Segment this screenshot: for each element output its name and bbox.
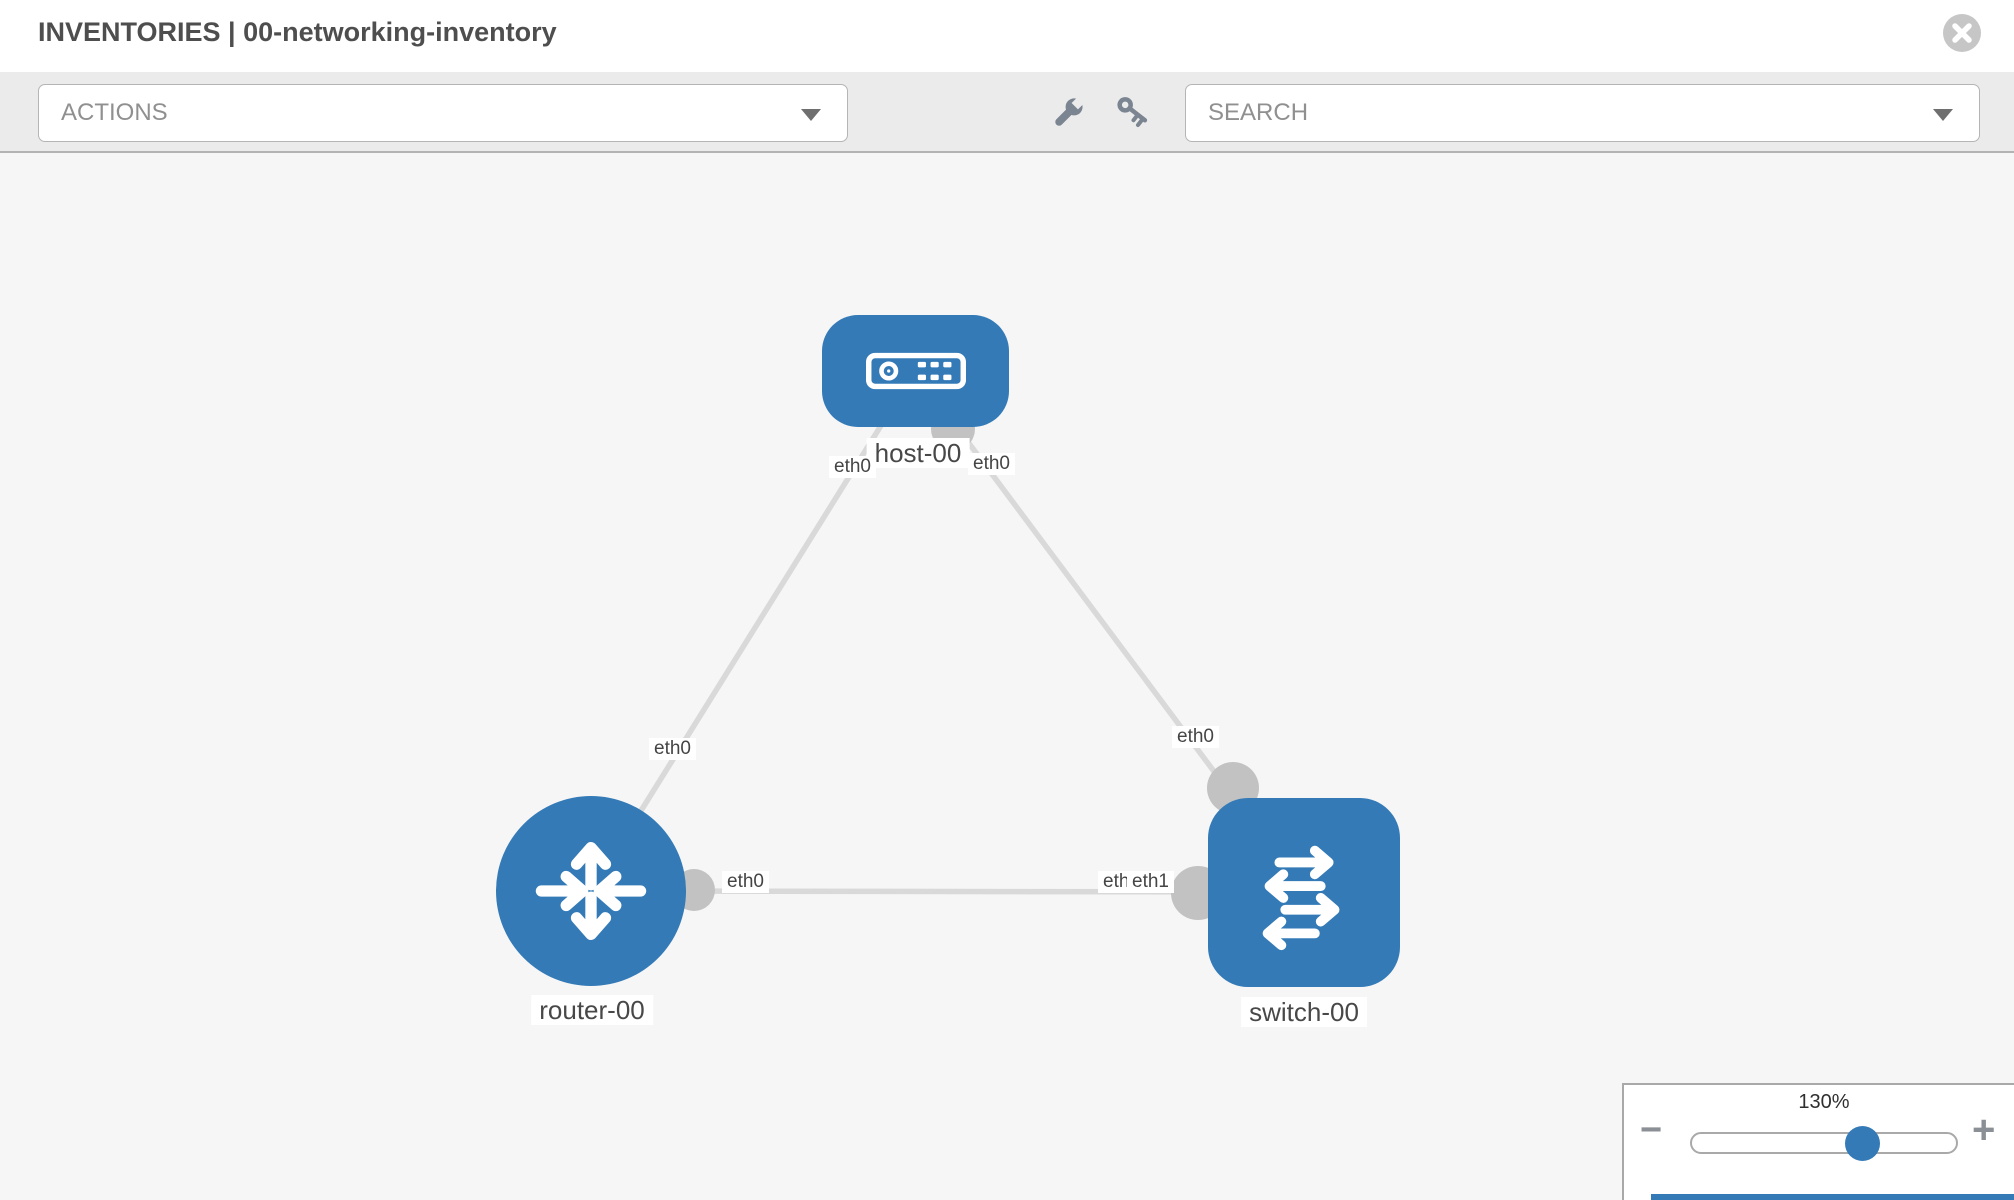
- zoom-in-button[interactable]: +: [1972, 1108, 1996, 1152]
- actions-dropdown-label: ACTIONS: [61, 99, 168, 126]
- bottom-accent-strip: [1651, 1194, 2014, 1200]
- interface-label-host-right: eth0: [968, 453, 1015, 475]
- actions-dropdown[interactable]: ACTIONS: [38, 84, 848, 142]
- node-label-switch: switch-00: [1241, 997, 1367, 1027]
- interface-label-router-top: eth0: [649, 738, 696, 760]
- chevron-down-icon: [801, 109, 821, 121]
- zoom-out-button[interactable]: −: [1640, 1109, 1663, 1151]
- header-bar: INVENTORIES | 00-networking-inventory: [0, 0, 2014, 72]
- interface-label-link-near-router: eth0: [722, 871, 769, 893]
- toolbar: ACTIONS SEARCH: [0, 72, 2014, 153]
- close-button[interactable]: [1942, 13, 1982, 53]
- topology-canvas[interactable]: [0, 153, 2014, 1200]
- chevron-down-icon: [1933, 109, 1953, 121]
- zoom-panel: 130% − +: [1622, 1083, 2014, 1200]
- zoom-slider-thumb[interactable]: [1845, 1126, 1880, 1161]
- search-dropdown-label: SEARCH: [1208, 99, 1309, 126]
- search-dropdown[interactable]: SEARCH: [1185, 84, 1980, 142]
- switch-icon: [1262, 845, 1340, 950]
- node-label-router: router-00: [531, 995, 653, 1025]
- key-button[interactable]: [1112, 94, 1152, 134]
- interface-label-switch-top: eth0: [1172, 726, 1219, 748]
- node-router-00[interactable]: [496, 796, 686, 986]
- tools-button[interactable]: [1047, 94, 1087, 134]
- host-icon: [865, 352, 966, 390]
- zoom-level: 130%: [1798, 1091, 1850, 1113]
- key-icon: [1117, 97, 1148, 128]
- interface-label-host-left: eth0: [829, 456, 876, 478]
- zoom-slider-track[interactable]: [1690, 1132, 1958, 1154]
- wrench-icon: [1055, 95, 1086, 126]
- page-title: INVENTORIES | 00-networking-inventory: [38, 17, 557, 47]
- node-host-00[interactable]: [822, 315, 1009, 427]
- interface-label-link-near-switch-eth1: eth1: [1127, 871, 1174, 893]
- node-switch-00[interactable]: [1208, 798, 1400, 987]
- node-label-host: host-00: [866, 438, 970, 468]
- router-icon: [535, 841, 647, 941]
- close-icon: [1943, 14, 1981, 52]
